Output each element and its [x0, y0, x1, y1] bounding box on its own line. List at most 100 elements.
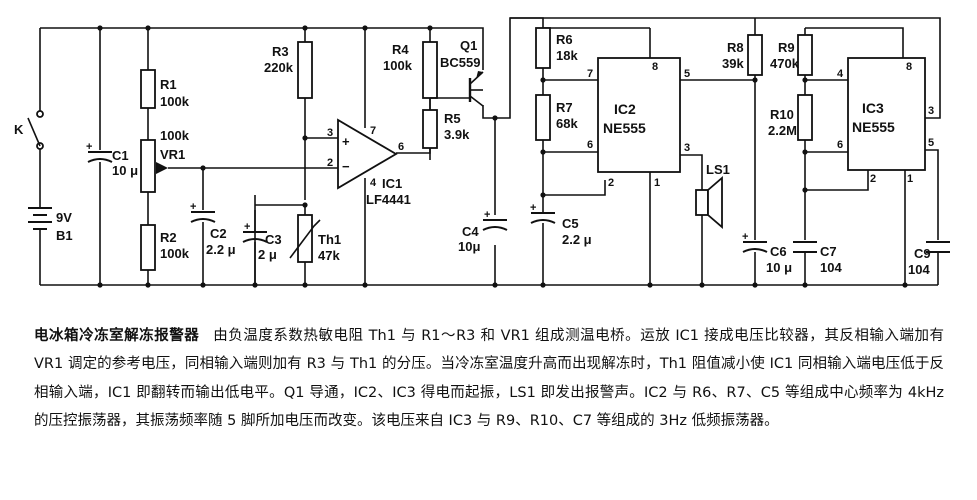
label-c4: C4: [462, 224, 479, 239]
label-q1-part: BC559: [440, 55, 480, 70]
capacitor-c9: [926, 241, 950, 265]
capacitor-c1: [87, 151, 113, 172]
label-r2-value: 100k: [160, 246, 190, 261]
label-q1: Q1: [460, 38, 477, 53]
label-ic2: IC2: [614, 101, 636, 117]
capacitor-c6: [742, 241, 768, 265]
label-c5: C5: [562, 216, 579, 231]
ic3-pin4: 4: [837, 68, 844, 80]
resistor-r10: [797, 94, 813, 141]
ic3-ne555: [847, 57, 926, 171]
label-c9: C9: [914, 246, 931, 261]
label-r3: R3: [272, 44, 289, 59]
resistor-r2: [140, 224, 156, 271]
label-ic3: IC3: [862, 100, 884, 116]
label-r8-value: 39k: [722, 56, 744, 71]
label-c3: C3: [265, 232, 282, 247]
label-r3-value: 220k: [264, 60, 294, 75]
resistor-r5: [422, 109, 438, 149]
label-c6-value: 10 μ: [766, 260, 792, 275]
label-ic3-part: NE555: [852, 119, 895, 135]
transistor-q1: [468, 71, 484, 107]
capacitor-c5: [530, 212, 556, 238]
label-ic1-part: LF4441: [366, 192, 411, 207]
label-vr1: VR1: [160, 147, 185, 162]
capacitor-c4: [482, 219, 508, 231]
label-c7: C7: [820, 244, 837, 259]
label-c2: C2: [210, 226, 227, 241]
ic2-pin6: 6: [587, 139, 593, 151]
resistor-r4: [422, 41, 438, 99]
opamp-pin4: 4: [370, 177, 377, 189]
label-c2-value: 2.2 μ: [206, 242, 236, 257]
resistor-r6: [535, 27, 551, 69]
ic3-pin6: 6: [837, 139, 843, 151]
capacitor-c7: [793, 241, 817, 265]
ic2-pin3: 3: [684, 142, 690, 154]
label-r4-value: 100k: [383, 58, 413, 73]
label-r10: R10: [770, 107, 794, 122]
ic3-pin2: 2: [870, 173, 876, 185]
resistor-r7: [535, 94, 551, 141]
opamp-pin6: 6: [398, 141, 404, 153]
label-battery-voltage: 9V: [56, 210, 72, 225]
opamp-pin2: 2: [327, 157, 333, 169]
ic3-pin3: 3: [928, 105, 934, 117]
junction-dots: [97, 25, 908, 288]
caption: 电冰箱冷冻室解冻报警器由负温度系数热敏电阻 Th1 与 R1～R3 和 VR1 …: [34, 322, 944, 436]
label-r4: R4: [392, 42, 409, 57]
label-r1: R1: [160, 77, 177, 92]
label-th1: Th1: [318, 232, 341, 247]
ic2-pin1: 1: [654, 177, 660, 189]
opamp-ic1: [337, 118, 398, 190]
opamp-minus-sign: −: [342, 159, 350, 174]
resistor-r3: [297, 41, 313, 99]
ic3-pin8: 8: [906, 61, 912, 73]
label-r8: R8: [727, 40, 744, 55]
label-c1-value: 10 μ: [112, 163, 138, 178]
switch-k: [27, 110, 44, 150]
ic2-pin7: 7: [587, 68, 593, 80]
thermistor-slash: [289, 219, 321, 259]
vr1-wiper-arrow: [156, 162, 168, 174]
opamp-pin7: 7: [370, 125, 376, 137]
opamp-pin3: 3: [327, 127, 333, 139]
label-c7-value: 104: [820, 260, 842, 275]
c5-plus: +: [530, 202, 536, 214]
caption-paragraph: 电冰箱冷冻室解冻报警器由负温度系数热敏电阻 Th1 与 R1～R3 和 VR1 …: [34, 322, 944, 436]
label-r6-value: 18k: [556, 48, 578, 63]
caption-title: 电冰箱冷冻室解冻报警器: [34, 328, 200, 344]
c3-plus: +: [244, 221, 250, 233]
capacitor-c3: [242, 210, 268, 285]
label-ic2-part: NE555: [603, 120, 646, 136]
resistor-r9: [797, 34, 813, 76]
label-c4-value: 10μ: [458, 239, 480, 254]
ic2-ne555: [597, 57, 681, 173]
potentiometer-vr1: [140, 139, 156, 193]
label-c9-value: 104: [908, 262, 930, 277]
label-c3-value: 2 μ: [258, 247, 277, 262]
label-b1: B1: [56, 228, 73, 243]
c6-plus: +: [742, 231, 748, 243]
label-r10-value: 2.2M: [768, 123, 797, 138]
label-r9: R9: [778, 40, 795, 55]
c2-plus: +: [190, 201, 196, 213]
wires: [39, 17, 941, 286]
circuit-schematic: K 9V B1 + C1 10 μ R1 100k 100k VR1 R2 10…: [14, 17, 950, 288]
label-c1: C1: [112, 148, 129, 163]
label-k: K: [14, 122, 24, 137]
opamp-plus-sign: +: [342, 134, 350, 149]
caption-text: 由负温度系数热敏电阻 Th1 与 R1～R3 和 VR1 组成测温电桥。运放 I…: [34, 328, 945, 430]
resistor-r1: [140, 69, 156, 109]
label-r6: R6: [556, 32, 573, 47]
label-c5-value: 2.2 μ: [562, 232, 592, 247]
resistor-r8: [747, 34, 763, 76]
label-r5-value: 3.9k: [444, 127, 470, 142]
label-r9-value: 470k: [770, 56, 800, 71]
label-ic1: IC1: [382, 176, 402, 191]
label-th1-value: 47k: [318, 248, 340, 263]
capacitor-c2: [190, 211, 216, 226]
ic3-pin1: 1: [907, 173, 913, 185]
label-r7: R7: [556, 100, 573, 115]
label-r1-value: 100k: [160, 94, 190, 109]
